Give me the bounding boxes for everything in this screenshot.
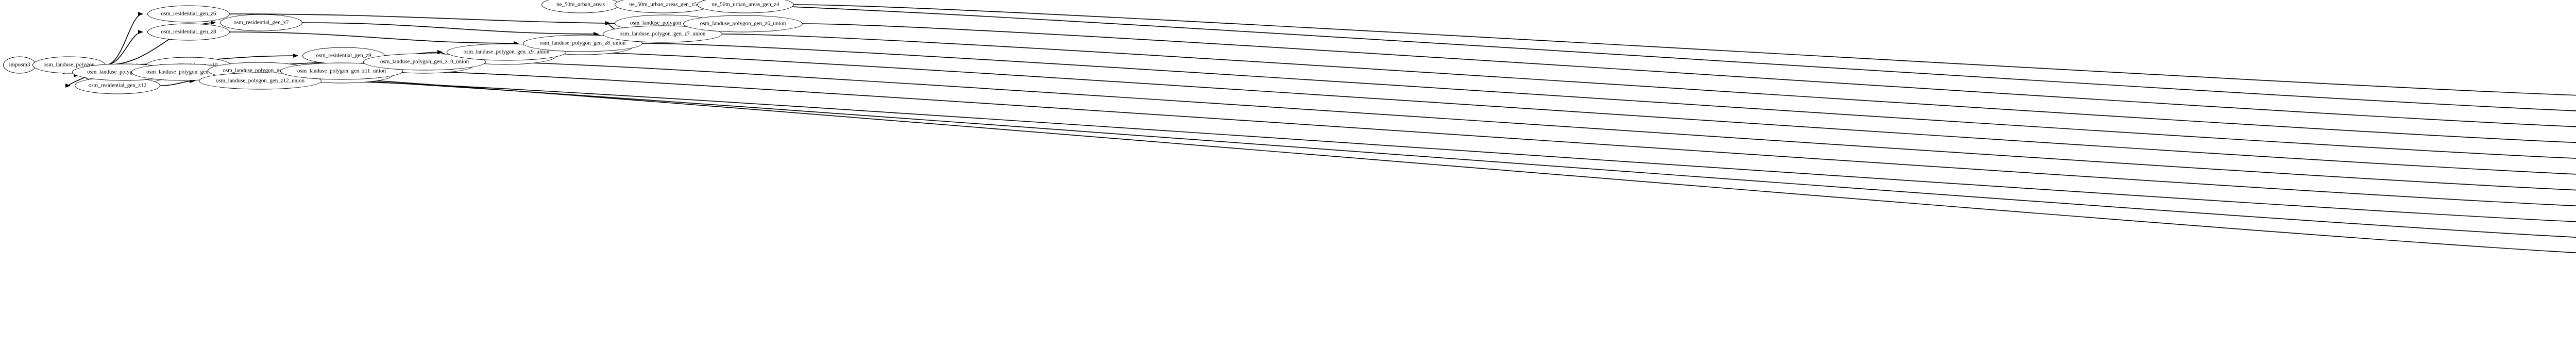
edge-osm_landuse_polygon_gen_z10_union--layer_landuse_z10 xyxy=(485,61,2576,191)
node-label: osm_residential_gen_z6 xyxy=(161,10,216,17)
node-osm_landuse_polygon_gen_z7_union[interactable]: osm_landuse_polygon_gen_z7_union xyxy=(603,25,722,43)
node-label: ne_50m_urban_areas_gen_z4 xyxy=(711,1,779,8)
edge-ne_50m_urban_areas_gen_z5--layer_landuse_z5 xyxy=(711,4,2576,111)
edge-osm_landuse_polygon_gen_z8_union--layer_landuse_z8 xyxy=(642,43,2576,159)
edge-osm_landuse_polygon_gen_z7_union--layer_landuse_z7 xyxy=(722,34,2576,143)
node-osm_landuse_polygon_gen_z6_union[interactable]: osm_landuse_polygon_gen_z6_union xyxy=(683,15,803,32)
node-label: osm_landuse_polygon_gen_z12 xyxy=(146,69,219,75)
edge-osm_landuse_polygon_gen_z6_union--layer_landuse_z6 xyxy=(802,23,2576,127)
node-label: osm_residential_gen_z8 xyxy=(161,28,216,35)
node-label: osm_landuse_polygon_gen_z7_union xyxy=(619,30,706,37)
edge-ne_50m_urban_areas_gen_z4--layer_landuse_z4 xyxy=(793,4,2576,96)
node-label: ne_50m_urban_areas xyxy=(556,1,605,8)
node-label: imposm3 xyxy=(9,61,30,68)
node-ne_50m_urban_areas_gen_z4[interactable]: ne_50m_urban_areas_gen_z4 xyxy=(697,0,794,13)
edge-osm_landuse_polygon_gen_z12_union--layer_landuse_z12 xyxy=(321,80,2576,222)
edge-osm_landuse_polygon--layer_landuse_z14 xyxy=(105,64,2576,254)
node-ne_50m_urban_areas_gen_z5[interactable]: ne_50m_urban_areas_gen_z5 xyxy=(615,0,711,13)
node-osm_residential_gen_z8[interactable]: osm_residential_gen_z8 xyxy=(147,23,230,41)
edge-osm_residential_gen_z12--osm_landuse_polygon_gen_z12_union xyxy=(160,79,195,86)
edge-osm_landuse_polygon_gen_z11_union--layer_landuse_z11 xyxy=(402,71,2576,207)
node-label: osm_landuse_polygon_gen_z11_union xyxy=(297,68,386,74)
node-label: osm_landuse_polygon_gen_z6 xyxy=(630,20,701,26)
node-label: osm_residential_gen_z9 xyxy=(316,52,371,59)
node-label: osm_landuse_polygon_gen_z12_union xyxy=(215,77,305,84)
node-osm_landuse_polygon_gen_z8_union[interactable]: osm_landuse_polygon_gen_z8_union xyxy=(523,35,642,52)
node-imposm3[interactable]: imposm3 xyxy=(3,56,36,74)
node-label: osm_landuse_polygon_gen_z9_union xyxy=(463,48,550,55)
edge-osm_landuse_polygon--osm_residential_gen_z8 xyxy=(105,30,143,65)
node-label: ne_50m_urban_areas_gen_z5 xyxy=(629,1,697,8)
node-osm_residential_gen_z6[interactable]: osm_residential_gen_z6 xyxy=(147,5,230,23)
node-label: osm_landuse_polygon_gen_z8_union xyxy=(539,40,626,46)
edge-osm_residential_gen_z8--osm_landuse_polygon_gen_z8_union xyxy=(229,31,519,45)
node-label: osm_landuse_polygon_gen_z11 xyxy=(223,67,296,74)
node-osm_residential_gen_z7[interactable]: osm_residential_gen_z7 xyxy=(220,14,302,31)
node-ne_50m_urban_areas[interactable]: ne_50m_urban_areas xyxy=(541,0,620,13)
edge-osm_landuse_polygon_gen_z9_union--layer_landuse_z9 xyxy=(566,52,2576,175)
node-label: osm_landuse_polygon_gen_z13 xyxy=(87,69,160,75)
node-label: osm_residential_gen_z12 xyxy=(88,82,147,89)
node-label: osm_landuse_polygon_gen_z10_union xyxy=(380,58,469,65)
node-label: osm_landuse_polygon xyxy=(43,61,95,68)
node-label: osm_landuse_polygon_gen_z6_union xyxy=(700,20,786,27)
edge-osm_landuse_polygon--osm_residential_gen_z6 xyxy=(105,12,143,65)
node-label: osm_residential_gen_z7 xyxy=(233,19,289,26)
edge-osm_landuse_polygon_gen_z13--layer_landuse_z13 xyxy=(175,72,2576,238)
edge-osm_residential_gen_z7--osm_landuse_polygon_gen_z7_union xyxy=(302,22,599,36)
edge-osm_residential_gen_z6--osm_landuse_polygon_gen_z6_union xyxy=(229,13,679,26)
